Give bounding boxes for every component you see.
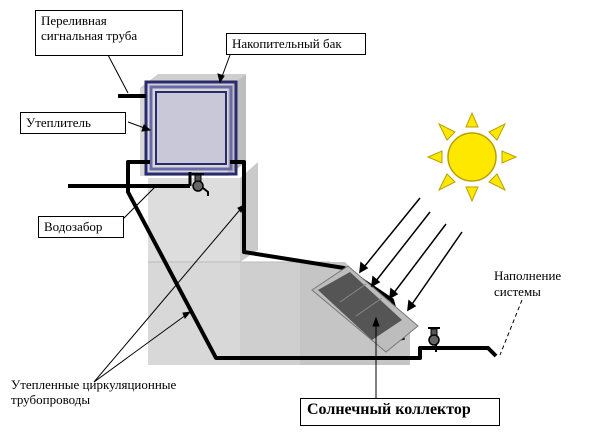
tank-insulation-mid — [149, 85, 233, 171]
tank-insulation-inner — [155, 91, 227, 165]
label-insulation: Утеплитель — [20, 112, 126, 134]
faucet-icon — [192, 173, 209, 196]
label-overflow-pipe: Переливная сигнальная труба — [35, 10, 183, 56]
solar-collector — [311, 265, 419, 353]
label-water-intake: Водозабор — [38, 216, 124, 238]
collector-panel — [318, 272, 402, 340]
leader-lines — [93, 54, 523, 400]
building-upper-block — [148, 178, 240, 262]
cold-pipe — [126, 160, 498, 360]
sun-rays — [359, 197, 463, 312]
building-structure — [148, 162, 410, 365]
label-storage-tank: Накопительный бак — [226, 33, 366, 55]
label-circulation-pipes: Утепленные циркуляционные трубопроводы — [11, 377, 177, 407]
label-solar-collector: Солнечный коллектор — [300, 398, 500, 426]
sun-icon — [426, 111, 518, 203]
faucet-icon — [428, 327, 440, 352]
label-system-fill: Наполнение системы — [494, 268, 562, 299]
storage-tank — [140, 74, 246, 176]
